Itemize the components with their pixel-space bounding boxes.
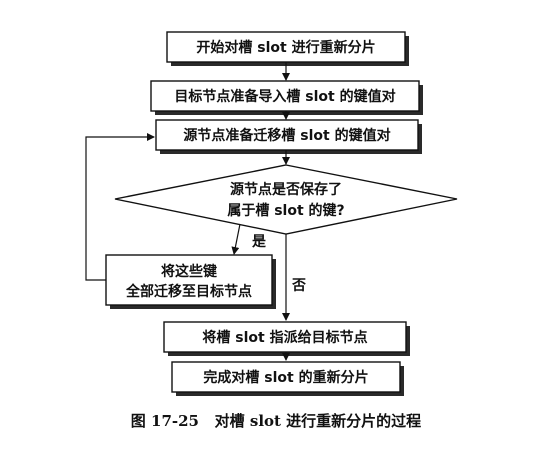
finish-label: 完成对槽 slot 的重新分片	[203, 369, 368, 386]
figure-caption: 图 17-25 对槽 slot 进行重新分片的过程	[131, 412, 421, 430]
target-prepare-label: 目标节点准备导入槽 slot 的键值对	[174, 88, 395, 105]
edge-migrate-loop-back	[85, 133, 155, 281]
no-label: 否	[291, 278, 306, 294]
target-prepare-node: 目标节点准备导入槽 slot 的键值对	[150, 80, 423, 115]
source-prepare-node: 源节点准备迁移槽 slot 的键值对	[155, 119, 422, 154]
migrate-label-line1: 将这些键	[161, 263, 218, 280]
decision-node: 源节点是否保存了 属于槽 slot 的键?	[114, 164, 458, 235]
migrate-label-line2: 全部迁移至目标节点	[125, 283, 252, 300]
yes-label: 是	[252, 234, 267, 250]
finish-node: 完成对槽 slot 的重新分片	[171, 361, 404, 396]
start-node: 开始对槽 slot 进行重新分片	[166, 31, 409, 66]
source-prepare-label: 源节点准备迁移槽 slot 的键值对	[183, 127, 390, 144]
assign-node: 将槽 slot 指派给目标节点	[163, 321, 410, 356]
edge-yes-to-migrate	[231, 223, 241, 255]
migrate-node: 将这些键 全部迁移至目标节点	[105, 254, 276, 309]
decision-label-line2: 属于槽 slot 的键?	[227, 202, 344, 219]
assign-label: 将槽 slot 指派给目标节点	[202, 329, 367, 346]
decision-label-line1: 源节点是否保存了	[230, 181, 342, 198]
start-node-label: 开始对槽 slot 进行重新分片	[196, 39, 375, 56]
